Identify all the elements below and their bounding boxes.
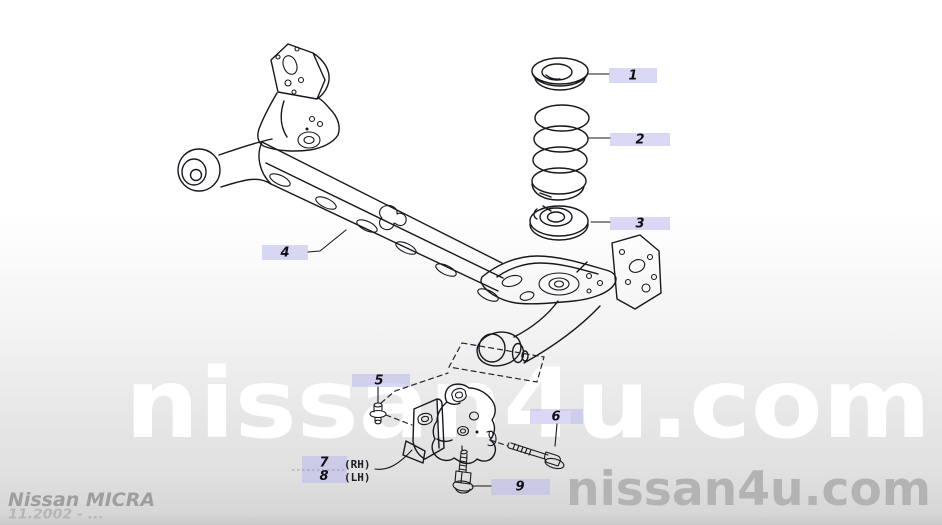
assembly-dashed-lines bbox=[380, 372, 509, 453]
production-range-text: 11.2002 - ... bbox=[8, 507, 104, 523]
spring-mount-dot bbox=[305, 127, 309, 131]
spindle-hub bbox=[538, 272, 580, 296]
upper-spring-seat bbox=[531, 57, 589, 91]
callout-number-7: 7 bbox=[319, 456, 329, 471]
callout-layer: 1 2 3 4 5 6 7 8 bbox=[262, 68, 670, 495]
upper-left-bracket-plate bbox=[270, 43, 330, 100]
callout-number-6: 6 bbox=[551, 410, 560, 425]
part-callout-4[interactable]: 4 bbox=[262, 245, 308, 261]
lower-spring-seat bbox=[529, 205, 589, 241]
rear-axle-assembly-drawing bbox=[177, 43, 662, 383]
part-callout-5[interactable]: 5 bbox=[352, 374, 410, 389]
part-callout-3[interactable]: 3 bbox=[610, 217, 670, 232]
callout-box-6 bbox=[530, 409, 583, 424]
lh-side-label: (LH) bbox=[344, 471, 371, 484]
right-end-plate bbox=[611, 234, 662, 310]
spring-mount-washer bbox=[297, 115, 324, 149]
clip-icon bbox=[379, 204, 407, 231]
part-callout-2[interactable]: 2 bbox=[610, 133, 670, 148]
callout-number-3: 3 bbox=[635, 217, 644, 232]
left-arm-bushing bbox=[177, 148, 221, 192]
bolt-9 bbox=[452, 449, 474, 494]
bushing-dashed-outline bbox=[448, 342, 545, 383]
spring-mount-area bbox=[257, 92, 340, 152]
callout-box-7 bbox=[302, 456, 347, 469]
spindle-pan bbox=[480, 255, 617, 305]
callout-number-1: 1 bbox=[628, 69, 637, 84]
callout-number-8: 8 bbox=[319, 469, 328, 484]
beam-slots bbox=[269, 173, 499, 302]
part-callout-7[interactable]: 7 bbox=[302, 456, 347, 471]
part-callout-6[interactable]: 6 bbox=[530, 409, 583, 425]
spring-parts-drawing bbox=[529, 57, 590, 241]
callout-number-4: 4 bbox=[279, 246, 289, 261]
bracket-holes bbox=[451, 387, 497, 447]
bracket-dot bbox=[475, 430, 479, 434]
bottom-right-watermark: nissan4u.com bbox=[566, 462, 931, 517]
callout-box-2 bbox=[610, 133, 670, 146]
callout-number-5: 5 bbox=[374, 374, 383, 389]
bracket-side-piece-hole bbox=[417, 412, 433, 426]
callout-box-5 bbox=[352, 374, 410, 387]
callout-box-1 bbox=[609, 68, 657, 83]
callout-box-3 bbox=[610, 217, 670, 230]
right-end-plate-holes bbox=[618, 248, 658, 293]
rear-arm bbox=[513, 300, 601, 364]
rear-bushing bbox=[476, 331, 529, 367]
part-callout-8[interactable]: 8 bbox=[302, 469, 347, 484]
bolt-5 bbox=[369, 402, 387, 425]
callout-box-8 bbox=[302, 469, 347, 483]
bracket-side-piece bbox=[402, 398, 445, 464]
callout-number-2: 2 bbox=[635, 133, 644, 148]
upper-left-bracket-holes bbox=[275, 46, 305, 95]
callout-leader-lines bbox=[307, 73, 611, 487]
center-watermark: nissan4u.com bbox=[125, 348, 931, 460]
callout-box-9 bbox=[491, 479, 550, 495]
callout-number-9: 9 bbox=[515, 480, 524, 495]
callout-box-4 bbox=[262, 245, 308, 260]
part-callout-9[interactable]: 9 bbox=[491, 479, 550, 495]
axle-beam-channel bbox=[258, 141, 504, 292]
bracket-assembly-drawing bbox=[369, 372, 565, 494]
watermark-layer: nissan4u.com nissan4u.com Nissan MICRA 1… bbox=[8, 348, 931, 523]
model-name-text: Nissan MICRA bbox=[8, 489, 155, 511]
leader-lines bbox=[307, 73, 611, 487]
spindle-pan-holes bbox=[501, 272, 604, 301]
left-trailing-arm bbox=[218, 138, 273, 188]
part-callout-1[interactable]: 1 bbox=[609, 68, 657, 84]
rh-side-label: (RH) bbox=[344, 458, 371, 471]
coil-spring bbox=[531, 104, 590, 201]
